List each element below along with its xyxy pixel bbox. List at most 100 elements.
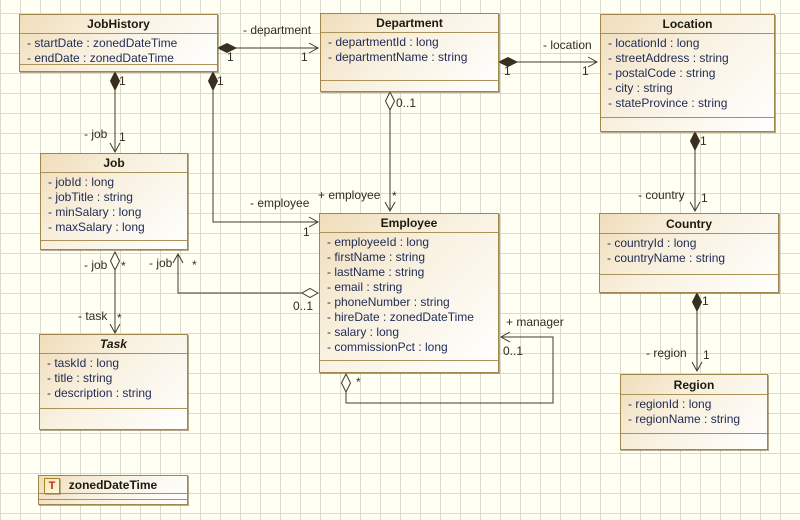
aggregation-diamond (340, 372, 352, 394)
attribute: - regionId : long (628, 397, 712, 411)
attribute: - firstName : string (327, 250, 426, 264)
composition-diamond (691, 291, 703, 313)
class-title: Task (40, 335, 187, 354)
edge-multiplicity: 0..1 (396, 96, 417, 110)
edge-multiplicity: 1 (227, 50, 234, 64)
edge-country-region[interactable] (691, 291, 703, 373)
edge-jobhistory-employee[interactable] (207, 70, 320, 228)
edge-jobhistory-department[interactable] (216, 42, 320, 54)
attribute: - regionName : string (628, 412, 741, 426)
attribute: - taskId : long (47, 356, 120, 370)
edge-role-label: - job (84, 127, 108, 141)
class-title: JobHistory (20, 15, 217, 34)
edge-job-task[interactable] (109, 250, 121, 335)
class-job[interactable]: Job - jobId : long - jobTitle : string -… (40, 153, 188, 250)
attribute: - maxSalary : long (48, 220, 145, 234)
edge-department-location[interactable] (497, 56, 599, 68)
composition-diamond (109, 70, 121, 92)
attribute: - lastName : string (327, 265, 425, 279)
class-attributes: - employeeId : long - firstName : string… (320, 233, 498, 361)
edge-multiplicity: 1 (702, 294, 709, 308)
aggregation-diamond (300, 287, 320, 299)
attribute: - employeeId : long (327, 235, 430, 249)
attribute: - departmentId : long (328, 35, 439, 49)
edge-location-country[interactable] (689, 130, 701, 213)
edge-multiplicity: * (392, 189, 397, 203)
class-department[interactable]: Department - departmentId : long - depar… (320, 13, 499, 92)
operations-compartment (20, 65, 217, 71)
class-location[interactable]: Location - locationId : long - streetAdd… (600, 14, 775, 132)
edge-multiplicity: 1 (303, 225, 310, 239)
edge-department-employee[interactable] (384, 90, 396, 213)
arrowhead (691, 361, 703, 373)
edge-role-label: - job (84, 258, 108, 272)
attribute: - countryName : string (607, 251, 726, 265)
operations-compartment (621, 434, 767, 449)
edge-multiplicity: 1 (701, 191, 708, 205)
composition-diamond (216, 42, 238, 54)
datatype-icon: T (44, 478, 60, 494)
datatype-zoneddatetime[interactable]: T zonedDateTime (38, 475, 188, 505)
operations-compartment (601, 118, 774, 131)
attribute: - jobId : long (48, 175, 115, 189)
composition-diamond (207, 70, 219, 92)
class-title: Country (600, 214, 778, 234)
datatype-name: zonedDateTime (68, 477, 158, 492)
edge-multiplicity: 1 (504, 64, 511, 78)
edge-role-label: - country (638, 188, 685, 202)
class-attributes: - countryId : long - countryName : strin… (600, 234, 778, 275)
arrowhead (587, 56, 599, 68)
attribute: - email : string (327, 280, 403, 294)
attribute: - stateProvince : string (608, 96, 728, 110)
class-attributes: - startDate : zonedDateTime - endDate : … (20, 34, 217, 65)
class-title: Location (601, 15, 774, 34)
operations-compartment (40, 409, 187, 429)
class-title: Region (621, 375, 767, 395)
attribute: - salary : long (327, 325, 400, 339)
attribute: - jobTitle : string (48, 190, 133, 204)
class-employee[interactable]: Employee - employeeId : long - firstName… (319, 213, 499, 373)
arrowhead (172, 252, 184, 264)
class-jobhistory[interactable]: JobHistory - startDate : zonedDateTime -… (19, 14, 218, 72)
class-attributes: - taskId : long - title : string - descr… (40, 354, 187, 409)
edge-employee-manager[interactable] (340, 331, 554, 404)
edge-employee-job[interactable] (172, 252, 320, 299)
class-country[interactable]: Country - countryId : long - countryName… (599, 213, 779, 293)
edge-multiplicity: 1 (217, 74, 224, 88)
attribute: - title : string (47, 371, 113, 385)
edge-role-label: - region (646, 346, 687, 360)
operations-compartment (321, 81, 498, 91)
attribute: - startDate : zonedDateTime (27, 36, 178, 50)
arrowhead (689, 201, 701, 213)
operations-compartment (320, 361, 498, 372)
class-attributes: - locationId : long - streetAddress : st… (601, 34, 774, 118)
edge-role-label: - location (543, 38, 592, 52)
arrowhead (384, 201, 396, 213)
edge-role-label: - employee (250, 196, 310, 210)
class-title: Job (41, 154, 187, 173)
class-title: Employee (320, 214, 498, 233)
edge-role-label: - job (149, 256, 173, 270)
attribute: - postalCode : string (608, 66, 716, 80)
edge-multiplicity: * (117, 311, 122, 325)
edge-role-label: + employee (318, 188, 381, 202)
arrowhead (308, 216, 320, 228)
edge-multiplicity: * (356, 375, 361, 389)
composition-diamond (689, 130, 701, 152)
attribute: - departmentName : string (328, 50, 468, 64)
operations-compartment (39, 500, 187, 504)
attribute: - phoneNumber : string (327, 295, 450, 309)
class-task[interactable]: Task - taskId : long - title : string - … (39, 334, 188, 430)
edge-multiplicity: 0..1 (503, 344, 524, 358)
edge-jobhistory-job[interactable] (109, 70, 121, 154)
edge-multiplicity: 1 (301, 50, 308, 64)
attribute: - endDate : zonedDateTime (27, 51, 174, 65)
edge-multiplicity: * (121, 259, 126, 273)
edge-role-label: - task (78, 309, 108, 323)
arrowhead (308, 42, 320, 54)
attribute: - streetAddress : string (608, 51, 729, 65)
arrowhead (499, 331, 511, 343)
class-region[interactable]: Region - regionId : long - regionName : … (620, 374, 768, 450)
attribute: - locationId : long (608, 36, 700, 50)
